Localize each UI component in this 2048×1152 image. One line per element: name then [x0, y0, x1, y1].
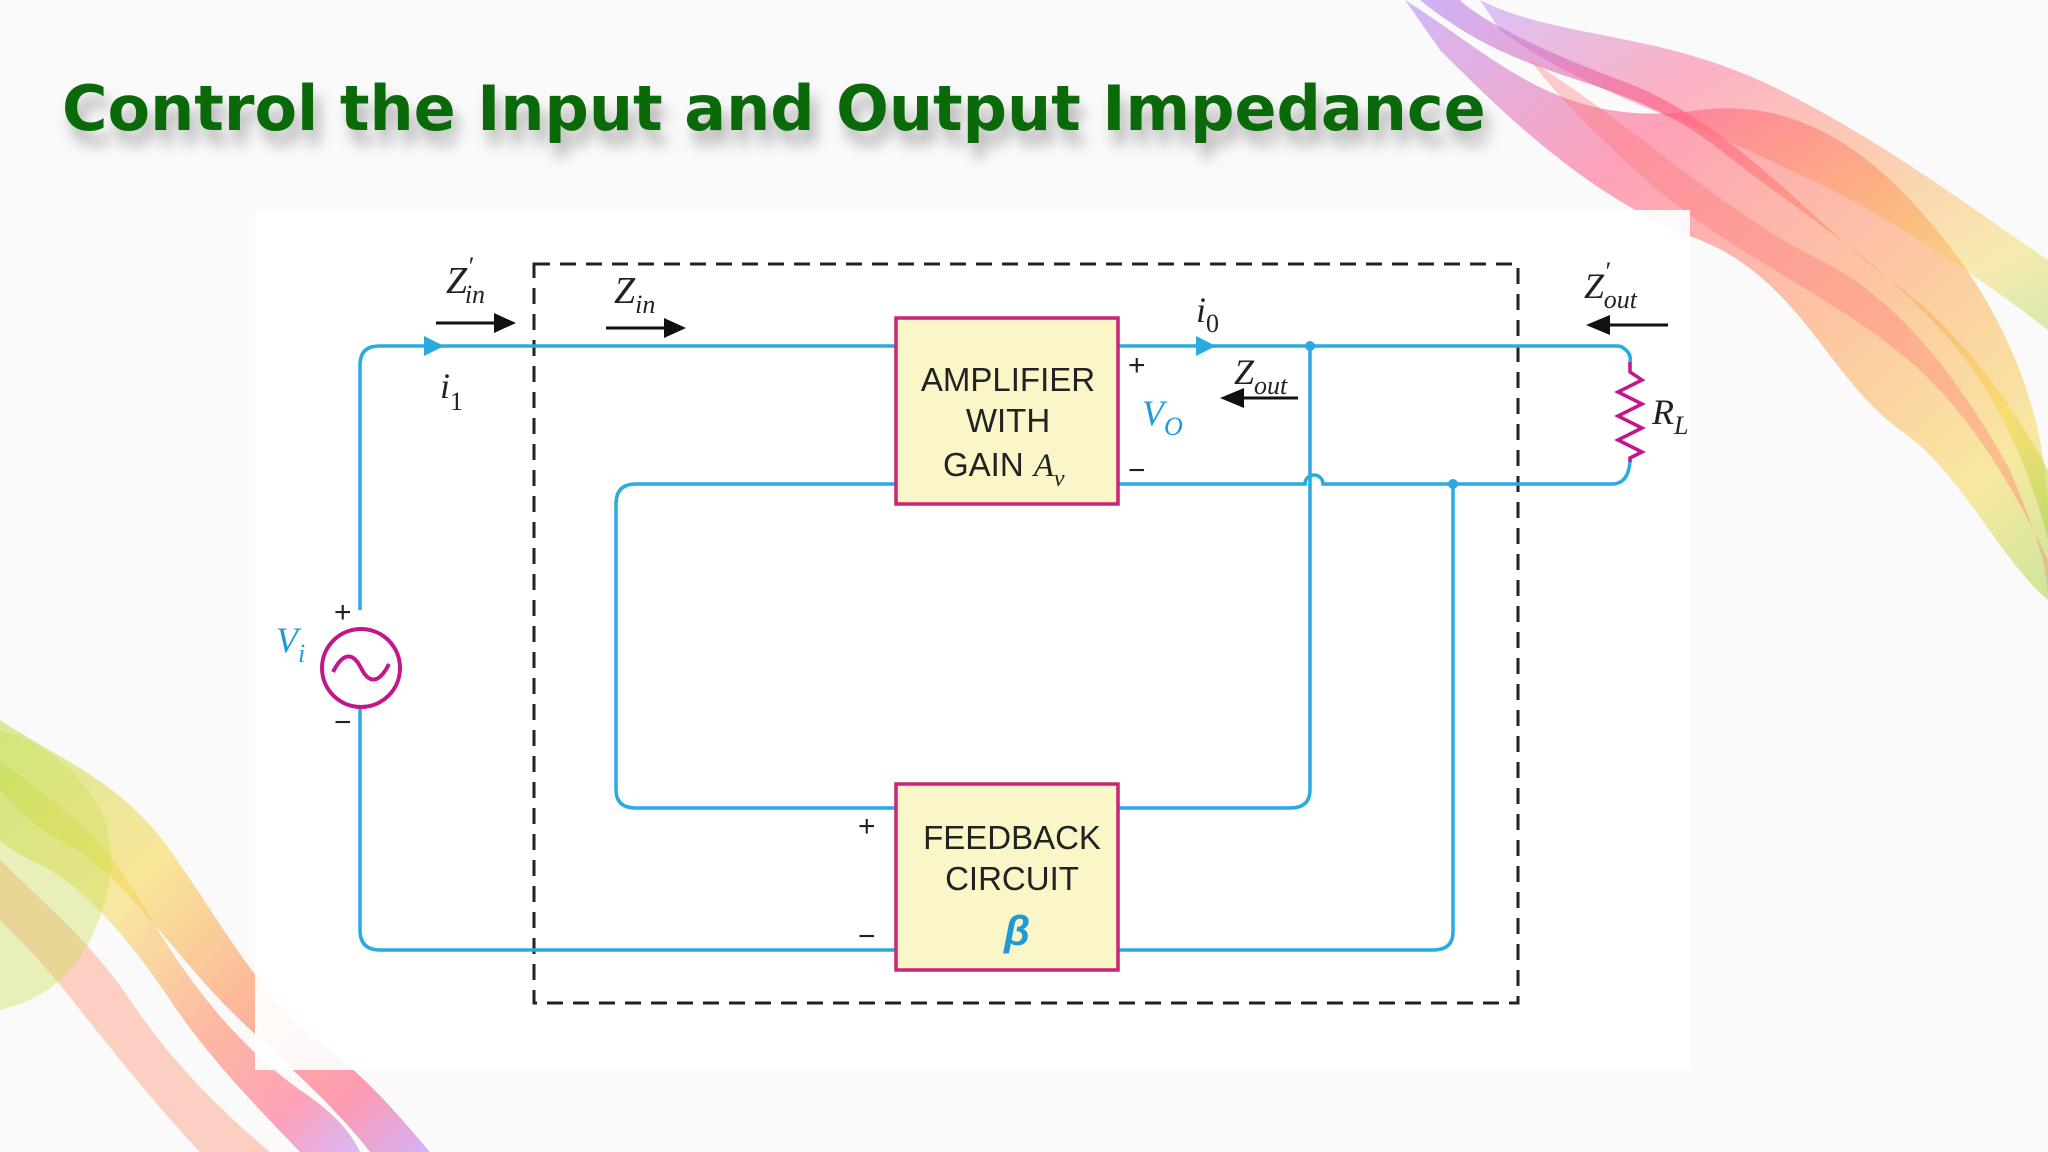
decor-ribbon-top-right	[1405, 0, 2048, 600]
rl-sub: L	[1673, 411, 1688, 440]
rl-main: R	[1651, 392, 1674, 432]
feedback-minus: −	[858, 920, 876, 953]
i0-sub: 0	[1206, 309, 1219, 338]
i0-main: i	[1196, 290, 1206, 330]
label-z-in: Zin	[614, 270, 655, 319]
z-out-sub: out	[1254, 371, 1288, 400]
z-out-prime-main: Z	[1584, 266, 1605, 306]
arrow-z-out	[1220, 388, 1298, 408]
gain-symbol: A	[1032, 448, 1055, 484]
label-rl: RL	[1651, 392, 1688, 440]
source-minus: −	[334, 706, 352, 739]
feedback-beta: β	[1003, 907, 1030, 954]
dashed-enclosure	[532, 262, 1520, 1005]
label-z-out-prime: Z′out	[1584, 257, 1638, 314]
junction-dot-bottom	[1448, 479, 1458, 489]
amp-output-minus: −	[1128, 454, 1146, 487]
feedback-box	[894, 782, 1120, 972]
z-out-main: Z	[1234, 352, 1255, 392]
junction-dot-top	[1305, 341, 1315, 351]
label-vi: Vi	[276, 620, 305, 668]
arrow-i1	[424, 336, 444, 356]
z-in-sub: in	[635, 290, 655, 319]
amplifier-line1: AMPLIFIER	[921, 361, 1095, 398]
z-in-prime-sub: in	[465, 280, 485, 309]
amplifier-line2: WITH	[966, 402, 1050, 439]
amplifier-box	[894, 316, 1120, 506]
decor-ribbon-bottom-left	[0, 720, 430, 1152]
vi-sub: i	[298, 639, 305, 668]
feedback-plus: +	[858, 810, 876, 843]
vi-main: V	[276, 620, 302, 660]
circuit-wires	[358, 344, 1633, 952]
amplifier-gain-word: GAIN	[943, 446, 1024, 483]
source-plus: +	[334, 596, 352, 629]
feedback-line1: FEEDBACK	[923, 819, 1101, 856]
label-vo: VO	[1142, 393, 1183, 441]
arrow-z-in-prime	[436, 313, 516, 333]
label-i0: i0	[1196, 290, 1219, 338]
vo-main: V	[1142, 393, 1168, 433]
z-in-prime-mark: ′	[467, 252, 473, 281]
slide-title: Control the Input and Output Impedance	[62, 72, 1486, 145]
i1-sub: 1	[450, 387, 463, 416]
z-out-prime-mark: ′	[1604, 257, 1610, 286]
arrow-i0	[1196, 336, 1216, 356]
resistor-rl	[1614, 362, 1646, 462]
feedback-line2: CIRCUIT	[945, 860, 1079, 897]
vo-sub: O	[1164, 412, 1183, 441]
arrow-z-in	[606, 318, 686, 338]
z-in-main: Z	[614, 270, 636, 312]
z-in-prime-main: Z	[446, 260, 468, 302]
arrow-z-out-prime	[1586, 315, 1668, 335]
label-z-in-prime: Z′in	[446, 252, 485, 309]
label-z-out: Zout	[1234, 352, 1288, 400]
z-out-prime-sub: out	[1604, 285, 1638, 314]
amp-output-plus: +	[1128, 349, 1146, 382]
i1-main: i	[440, 366, 450, 406]
gain-subscript: v	[1054, 466, 1065, 492]
label-i1: i1	[440, 366, 463, 416]
ac-source	[320, 627, 402, 709]
